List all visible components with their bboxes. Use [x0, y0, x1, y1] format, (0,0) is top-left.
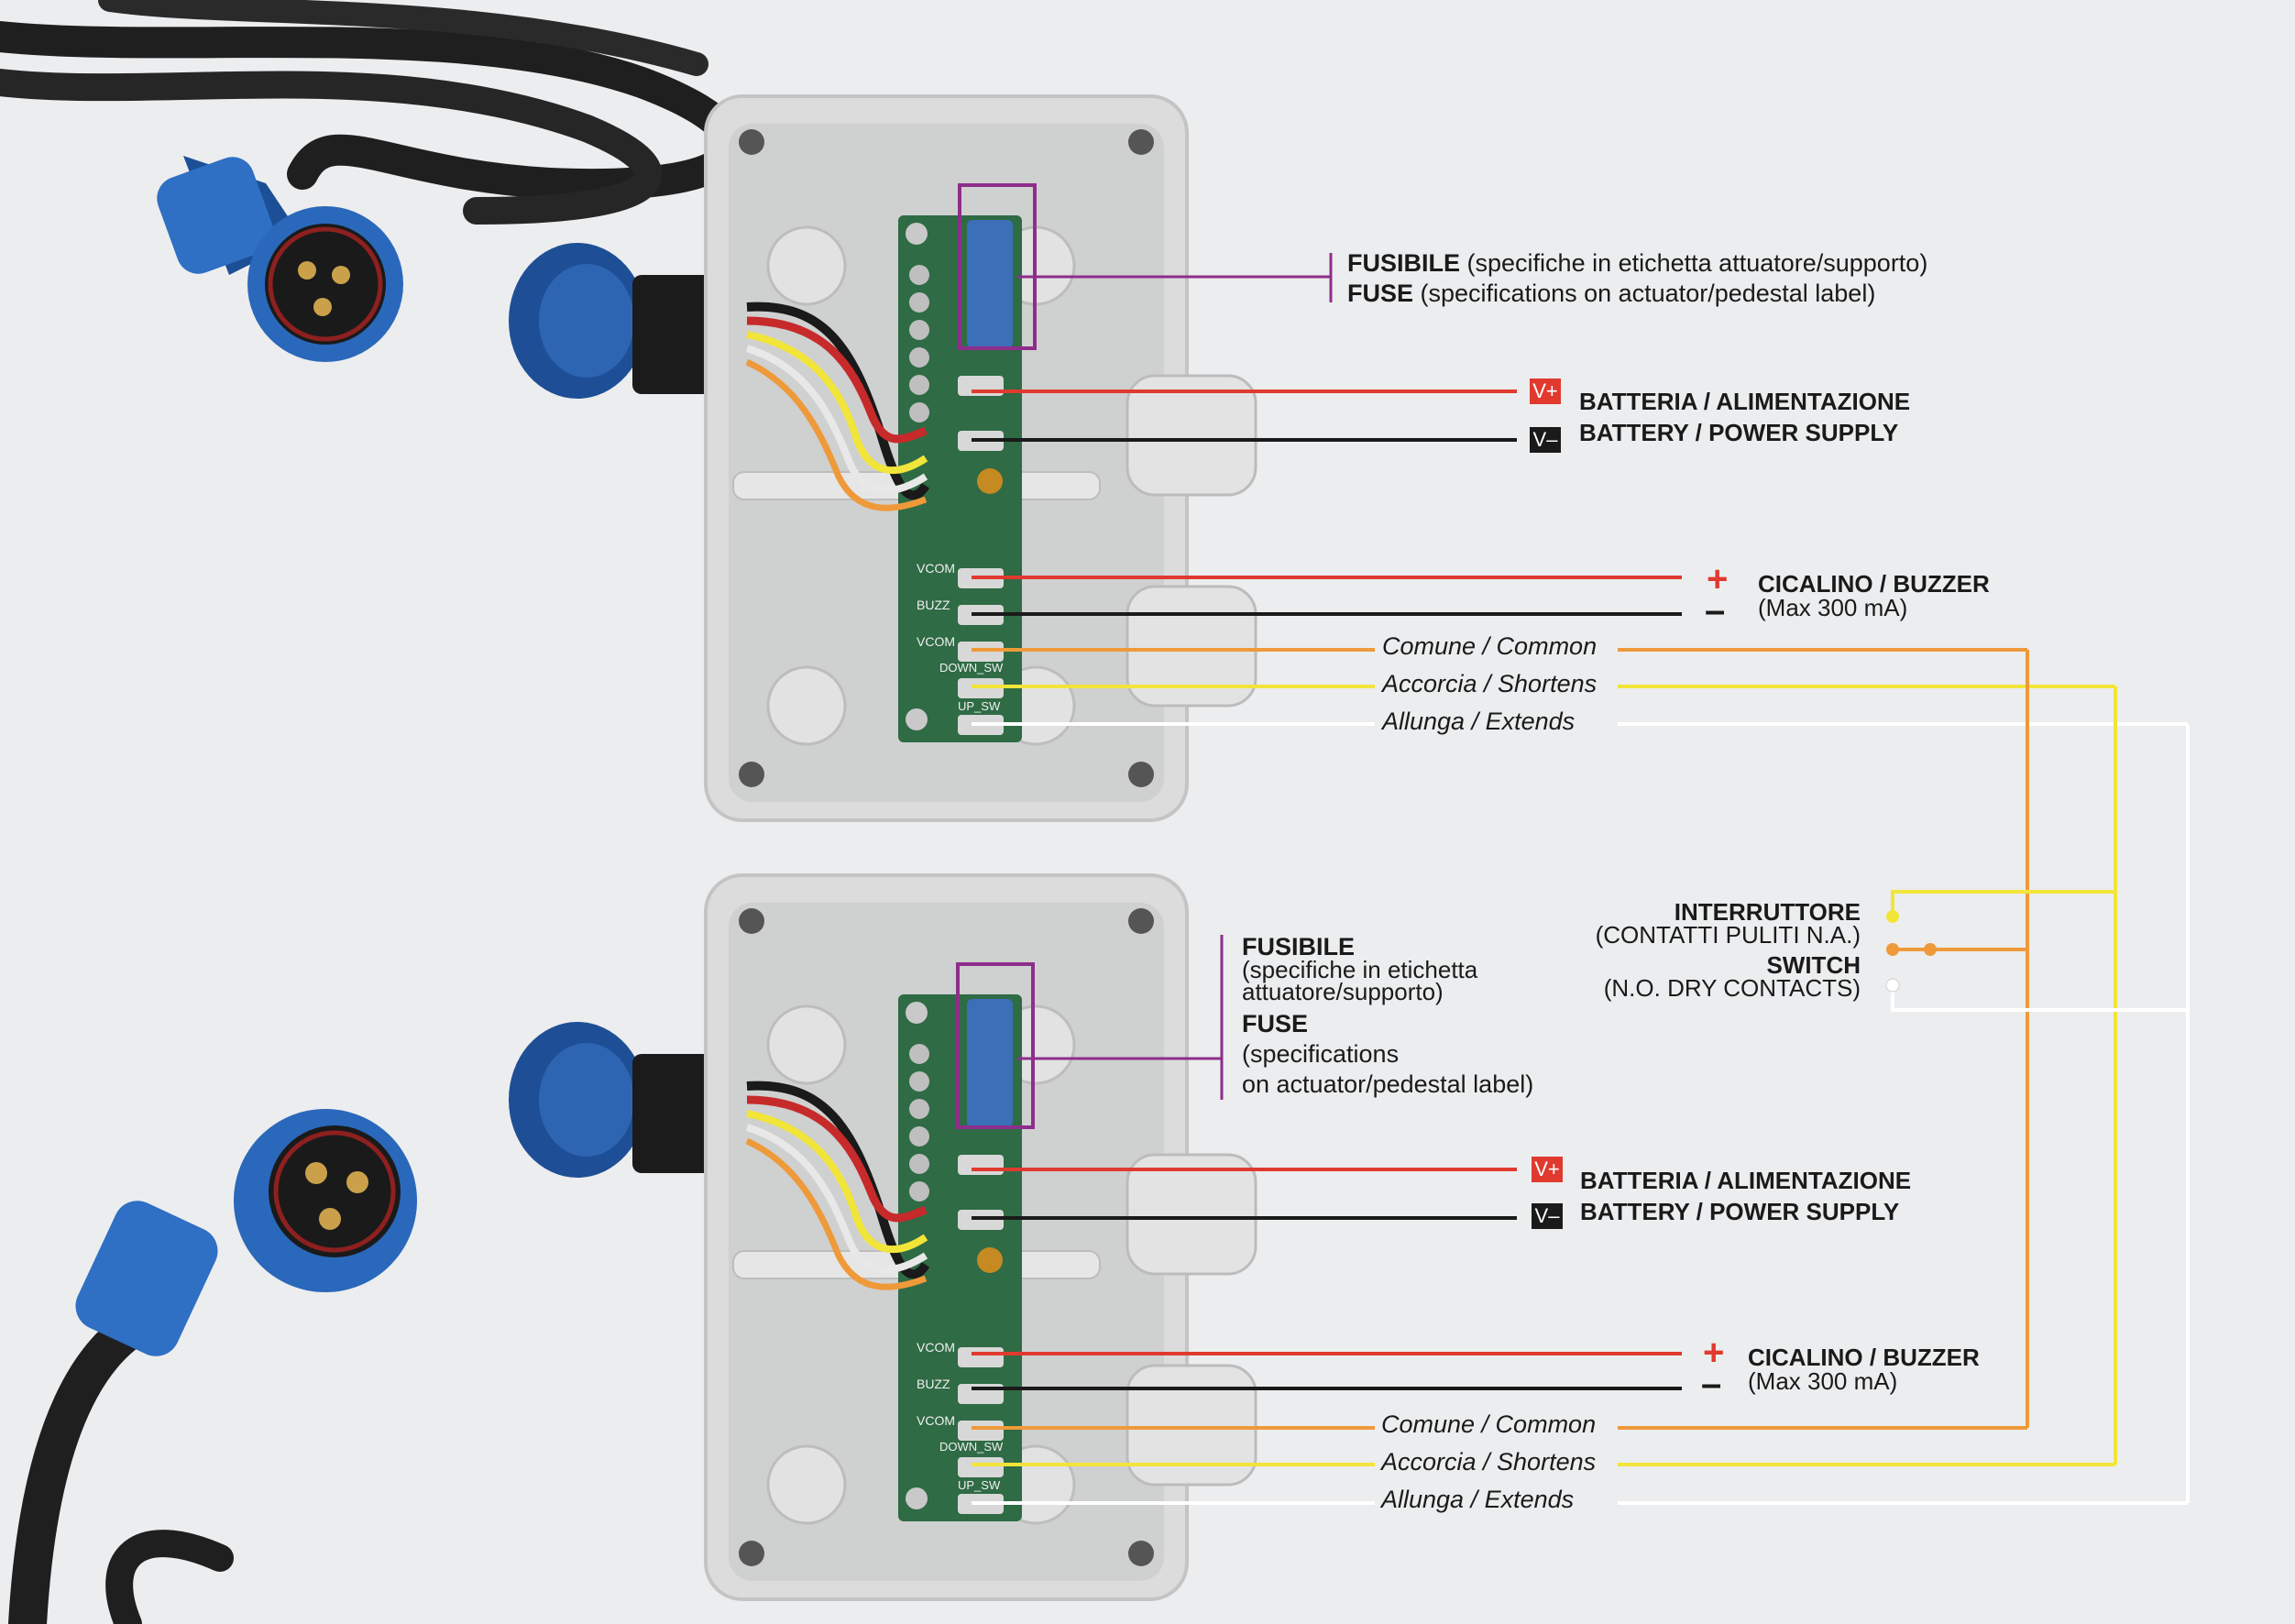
bottom-shortens-label: Accorcia / Shortens	[1381, 1448, 1597, 1476]
top-shortens-label: Accorcia / Shortens	[1382, 670, 1598, 697]
switch-contact-extends	[1885, 978, 1900, 993]
top-cable-glands	[1126, 374, 1257, 708]
top-cable	[0, 0, 747, 225]
top-pcb-upsw: UP_SW	[958, 699, 1001, 713]
switch-contact-shortens	[1886, 910, 1899, 923]
top-battery-label-en: BATTERY / POWER SUPPLY	[1579, 419, 1899, 446]
top-fuse-highlight	[958, 183, 1037, 350]
top-battery-positive-badge: V+	[1530, 379, 1561, 404]
bottom-callout-lines	[972, 935, 2188, 1505]
bottom-battery-label-en: BATTERY / POWER SUPPLY	[1580, 1198, 1900, 1225]
top-common-label: Comune / Common	[1382, 632, 1598, 660]
bottom-pcb-buzz: BUZZ	[917, 1377, 950, 1391]
switch-contacts	[1885, 910, 1937, 993]
bottom-battery-negative-badge: V–	[1532, 1203, 1563, 1229]
bottom-buzzer-label: CICALINO / BUZZER	[1748, 1344, 1980, 1371]
bottom-connector-plug	[8, 1109, 417, 1624]
bottom-battery-label-it: BATTERIA / ALIMENTAZIONE	[1580, 1167, 1912, 1194]
bottom-fuse-desc-it-1: (specifiche in etichetta	[1242, 956, 1478, 983]
bottom-fuse-highlight	[956, 962, 1035, 1129]
bottom-common-label: Comune / Common	[1381, 1410, 1597, 1438]
top-fuse-label-en: FUSE (specifications on actuator/pedesta…	[1347, 280, 1876, 307]
top-buzzer-minus: –	[1705, 590, 1726, 631]
top-connector-plug	[157, 156, 403, 362]
top-pcb-buzz: BUZZ	[917, 598, 950, 612]
switch-contact-common-2	[1924, 943, 1937, 956]
top-buzzer-note: (Max 300 mA)	[1758, 594, 1908, 621]
top-pcb-vcom2: VCOM	[917, 634, 955, 649]
bottom-buzzer-plus: +	[1703, 1333, 1725, 1373]
bottom-pcb-upsw: UP_SW	[958, 1478, 1001, 1492]
top-battery-label-it: BATTERIA / ALIMENTAZIONE	[1579, 388, 1911, 415]
bottom-pcb-vcom2: VCOM	[917, 1413, 955, 1428]
top-callout-lines	[972, 253, 2188, 726]
bottom-battery-positive-badge: V+	[1532, 1157, 1563, 1182]
switch-label-en: SWITCH	[1766, 951, 1861, 979]
top-fuse-label: FUSIBILE (specifiche in etichetta attuat…	[1347, 249, 1928, 277]
bottom-pcb-vcom1: VCOM	[917, 1340, 955, 1355]
bottom-junction-box: VCOM BUZZ VCOM DOWN_SW UP_SW	[509, 873, 1257, 1601]
bottom-buzzer-minus: –	[1701, 1364, 1722, 1404]
switch-desc-it: (CONTATTI PULITI N.A.)	[1595, 921, 1861, 949]
switch-desc-en: (N.O. DRY CONTACTS)	[1603, 974, 1861, 1002]
bottom-buzzer-note: (Max 300 mA)	[1748, 1367, 1898, 1395]
top-pcb-vcom1: VCOM	[917, 561, 955, 576]
top-pcb-downsw: DOWN_SW	[939, 661, 1004, 675]
bottom-extends-label: Allunga / Extends	[1381, 1486, 1575, 1513]
top-battery-negative-badge: V–	[1530, 427, 1561, 453]
switch-bus-wiring	[1891, 650, 2190, 1503]
switch-label-it: INTERRUTTORE	[1674, 898, 1861, 926]
top-buzzer-label: CICALINO / BUZZER	[1758, 570, 1990, 598]
bottom-fuse-desc-en-2: on actuator/pedestal label)	[1242, 1070, 1534, 1098]
switch-contact-common	[1886, 943, 1899, 956]
bottom-fuse-desc-en-1: (specifications	[1242, 1040, 1400, 1068]
bottom-fuse-label-en: FUSE	[1242, 1010, 1309, 1037]
top-buzzer-plus: +	[1707, 559, 1729, 599]
top-extends-label: Allunga / Extends	[1382, 708, 1576, 735]
bottom-fuse-label-it: FUSIBILE	[1242, 933, 1356, 960]
bottom-fuse-desc-it-2: attuatore/supporto)	[1242, 978, 1444, 1005]
bottom-cable-glands	[1126, 1153, 1257, 1487]
bottom-pcb-downsw: DOWN_SW	[939, 1440, 1004, 1454]
